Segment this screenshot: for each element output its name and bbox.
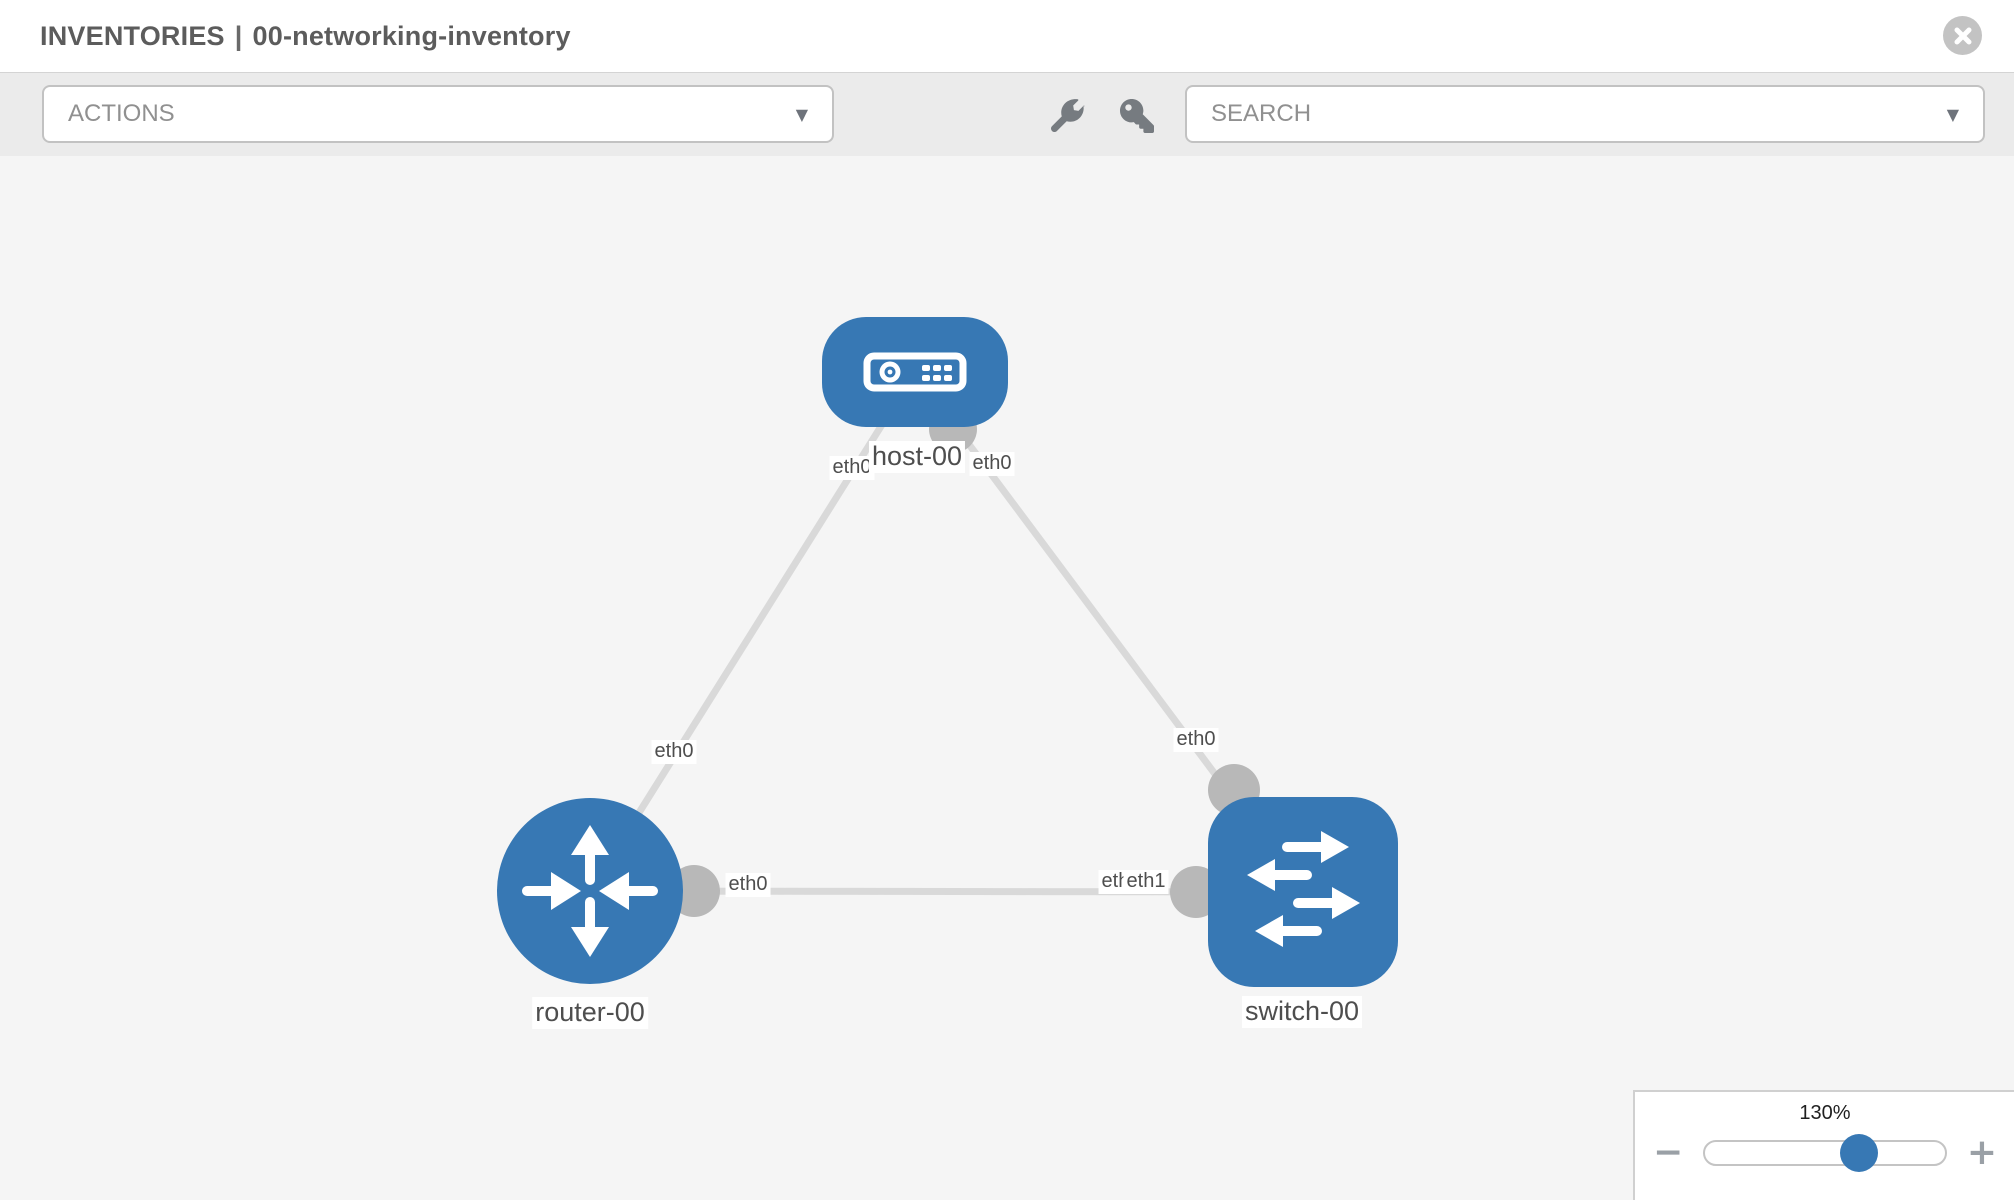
title-bar: INVENTORIES | 00-networking-inventory [0,0,2014,72]
zoom-in-button[interactable]: + [1966,1132,1997,1173]
search-dropdown[interactable]: SEARCH ▼ [1185,85,1985,143]
zoom-level-value: 130% [1799,1102,1851,1124]
switch-arrows-icon [1247,831,1360,947]
router-arrows-icon [522,825,658,957]
zoom-slider-track[interactable] [1703,1134,1947,1172]
chevron-down-icon: ▼ [795,104,808,124]
zoom-slider-thumb[interactable] [1839,1134,1878,1172]
toolbar: ACTIONS ▼ SEARCH ▼ [0,72,2014,157]
server-icon [863,352,967,392]
node-router-00[interactable] [497,798,683,984]
search-placeholder: SEARCH [1211,100,1312,127]
credentials-button[interactable] [1114,93,1160,139]
zoom-out-button[interactable]: − [1653,1132,1684,1173]
title-separator: | [234,20,243,51]
topology-svg [497,317,1398,987]
zoom-panel: 130% − + [1633,1090,2014,1200]
node-switch-00[interactable] [1208,797,1398,987]
page-title: INVENTORIES | 00-networking-inventory [40,0,571,72]
actions-dropdown[interactable]: ACTIONS ▼ [42,85,834,143]
chevron-down-icon: ▼ [1946,104,1959,124]
actions-dropdown-label: ACTIONS [68,100,175,127]
node-host-00[interactable] [822,317,1008,427]
key-icon [1120,99,1154,133]
page-title-section: INVENTORIES [40,20,225,51]
close-icon [1954,27,1971,44]
configure-tools-button[interactable] [1045,93,1091,139]
page-title-item: 00-networking-inventory [252,20,571,51]
close-button[interactable] [1943,16,1982,55]
wrench-icon [1051,99,1085,132]
